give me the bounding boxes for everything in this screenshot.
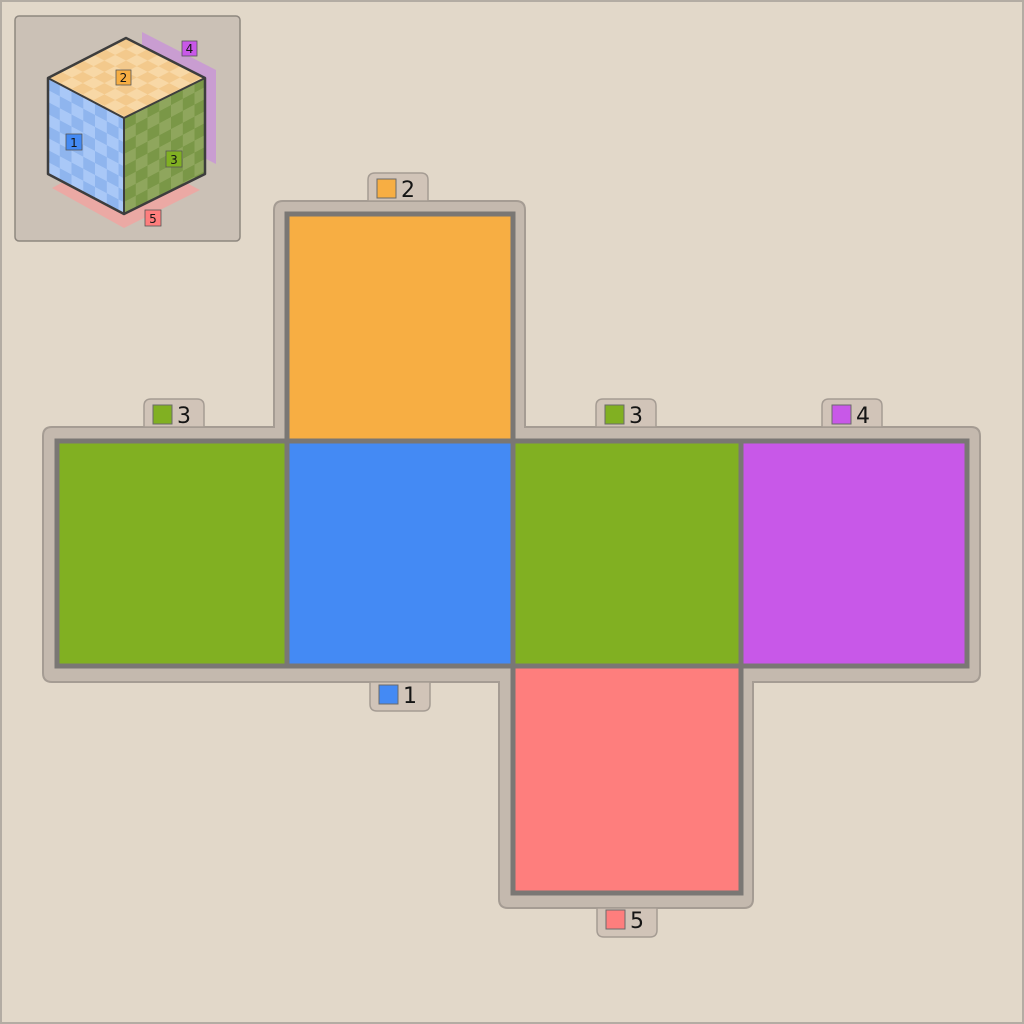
preview-face-1-left [48,78,124,214]
net-face-3-left[interactable] [54,438,290,669]
svg-text:3: 3 [170,153,178,167]
preview-label-4: 4 [181,40,198,57]
net-tab-left-3: 3 [143,398,205,429]
preview-label-3: 3 [165,150,183,168]
net-face-1-center[interactable] [284,438,516,669]
net-tab-bottom-5: 5 [596,907,658,938]
net-tab-right-4: 4 [821,398,883,429]
svg-text:4: 4 [856,404,870,429]
svg-text:4: 4 [186,42,194,56]
svg-text:1: 1 [70,136,78,150]
net-face-2-top[interactable] [284,211,516,444]
preview-label-5: 5 [144,209,162,227]
net-tab-bottom-1: 1 [369,681,431,712]
preview-face-3-right [124,78,205,214]
cube-preview-panel: 2 4 1 3 5 [14,15,241,242]
cube-net: 2 3 3 4 1 5 [42,172,981,938]
svg-text:2: 2 [401,178,415,203]
svg-text:1: 1 [403,684,417,709]
svg-text:2: 2 [120,71,128,85]
net-tab-mid-3: 3 [595,398,657,429]
net-face-4-far-right[interactable] [738,438,970,669]
preview-label-2: 2 [115,69,132,86]
preview-label-1: 1 [65,133,83,151]
preview-cube-outline [46,36,207,216]
svg-text:5: 5 [630,909,644,934]
svg-text:3: 3 [177,404,191,429]
net-face-5-bottom[interactable] [510,663,744,896]
net-tab-top-2: 2 [367,172,429,203]
svg-text:3: 3 [629,404,643,429]
svg-text:5: 5 [149,212,157,226]
net-face-3-right[interactable] [510,438,744,669]
